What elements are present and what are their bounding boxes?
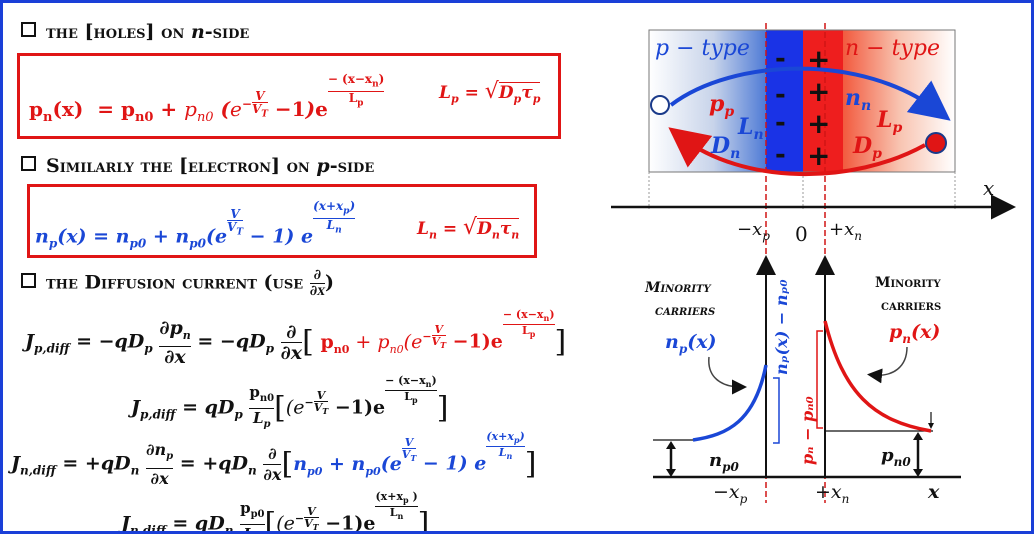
pn0-label: pn0: [881, 445, 911, 469]
neg-charge: -: [775, 108, 786, 138]
bottom-plus-xn-label: +xn: [815, 481, 849, 506]
pos-charge: +: [807, 107, 830, 140]
electron-circle-icon: [925, 132, 947, 154]
nn-label: nn: [845, 85, 871, 114]
minus-xp-label: −xp: [737, 219, 770, 243]
pp-label: pp: [709, 91, 734, 120]
hole-circle-icon: [650, 95, 670, 115]
heading-electrons-suffix: -side: [329, 155, 375, 177]
junction-outline: [648, 29, 956, 173]
heading-diffusion-prefix: the Diffusion current (use: [46, 271, 310, 294]
pos-charge: +: [807, 75, 830, 108]
heading-holes-var: n: [190, 21, 205, 43]
heading-electrons-prefix: Similarly the [electron] on: [46, 155, 317, 177]
neg-charge: -: [775, 80, 786, 110]
lp-definition: Lp = √Dpτp: [439, 79, 541, 106]
pn0-prefactor: pn0: [184, 97, 214, 126]
bottom-axis-x-label: x: [927, 481, 940, 503]
dp-label: Dp: [852, 133, 882, 162]
ln-label: Ln: [737, 114, 764, 143]
electron-flow-arrow: [669, 66, 951, 121]
jn-diff-equation-2: Jn,diff = qDn pp0Ln[(e−VVT −1)e(x+xp )Ln…: [121, 490, 430, 534]
n-type-label: n − type: [845, 36, 940, 61]
top-axis-x-label: x: [983, 176, 994, 200]
heading-diffusion-suffix: ): [324, 271, 334, 294]
np-x-label: np(x): [665, 331, 717, 356]
hole-flow-arrow: [668, 127, 926, 177]
jp-diff-equation-1: Jp,diff = −qDp ∂pn∂x = −qDp ∂∂x[ pn0 + p…: [25, 308, 567, 368]
pn-x-label: pn(x): [889, 321, 940, 346]
excess-electron-bracket: [773, 377, 780, 444]
pos-charge: +: [807, 139, 830, 172]
heading-holes-suffix: -side: [204, 21, 250, 43]
heading-holes-prefix: the [holes] on: [46, 21, 191, 43]
lp-label: Lp: [876, 107, 902, 136]
origin-label: 0: [795, 222, 808, 246]
right-carriers-label: carriers: [881, 298, 941, 314]
pn-of-x: pn(x): [29, 97, 84, 126]
heading-diffusion: the Diffusion current (use ∂∂x): [21, 268, 334, 299]
pn-pointer-arrow: [867, 346, 908, 384]
electron-equation-box: [27, 184, 537, 258]
electron-minority-curve: [692, 364, 768, 442]
ln-definition: Ln = √Dnτn: [417, 215, 520, 242]
left-minority-label: Minority: [644, 280, 711, 296]
depletion-positive: [803, 30, 843, 172]
jn-diff-equation-1: Jn,diff = +qDn ∂np∂x = +qDn ∂∂x[np0 + np…: [11, 430, 537, 488]
bottom-minus-xp-label: −xp: [713, 481, 748, 506]
right-minority-label: Minority: [875, 275, 941, 291]
np0-label: np0: [709, 450, 739, 474]
excess-hole-bracket: [816, 330, 823, 429]
p-type-label: p − type: [655, 36, 750, 61]
depletion-negative: [766, 30, 803, 172]
neg-charge: -: [775, 44, 786, 74]
np-pointer-arrow: [708, 356, 747, 395]
heading-holes: the [holes] on n-side: [21, 21, 249, 43]
checkbox-icon: [21, 272, 36, 288]
checkbox-icon: [21, 22, 36, 37]
checkbox-icon: [21, 156, 36, 171]
heading-electrons-var: p: [316, 155, 330, 177]
junction-diagram: - - - - + + + + p − type n − type pp Ln …: [611, 23, 1016, 506]
pn-minus-pn0-label: pₙ − pₙ₀: [798, 396, 817, 465]
dn-label: Dn: [710, 133, 740, 162]
left-carriers-label: carriers: [655, 303, 715, 319]
hole-equation-box: [17, 53, 561, 139]
pn0-term: pn0: [120, 97, 154, 126]
heading-electrons: Similarly the [electron] on p-side: [21, 155, 374, 177]
hole-minority-curve: [823, 320, 932, 433]
np-minus-np0-label: nₚ(x) − nₚ₀: [772, 280, 791, 375]
neg-charge: -: [775, 140, 786, 170]
partial-dx-operator: ∂∂x: [309, 267, 325, 299]
plus-xn-label: +xn: [829, 219, 862, 243]
